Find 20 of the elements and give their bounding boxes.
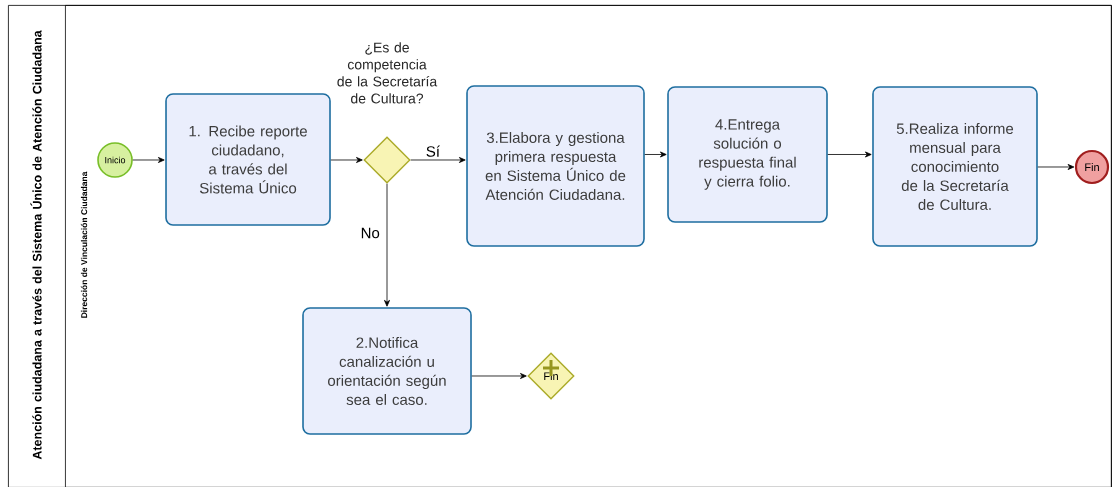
task-box: 4.Entrega solución o respuesta final y cierra folio. (667, 86, 828, 223)
arrow (471, 373, 527, 379)
end-event: Fin (1074, 149, 1110, 185)
arrow (1037, 164, 1075, 170)
task-box: 1. Recibe reporte ciudadano, a través del Sistema Único (165, 93, 331, 226)
pool-title: Atención ciudadana a través del Sistema Único de Atención Ciudadana (30, 30, 42, 460)
start-event: Inicio (97, 142, 133, 178)
task-box: 5.Realiza informe mensual para conocimiento de la Secretaría de Cultura. (872, 86, 1038, 247)
arrow (132, 157, 165, 163)
arrow (384, 183, 390, 307)
arrow (330, 157, 363, 163)
task-box: 3.Elabora y gestiona primera respuesta en Sistema Único de Atención Ciudadana. (466, 85, 645, 247)
edge-label: No (359, 226, 381, 240)
arrow (410, 157, 466, 163)
arrow (644, 151, 667, 158)
arrow (827, 151, 872, 158)
task-box: 2.Notifica canalización u orientación según sea el caso. (302, 307, 472, 435)
decision-question: ¿Es de competencia de la Secretaría de Cultura? (337, 42, 438, 104)
lane-title: Dirección de Vinculación Ciudadana (80, 171, 88, 318)
edge-label: Sí (424, 144, 441, 158)
